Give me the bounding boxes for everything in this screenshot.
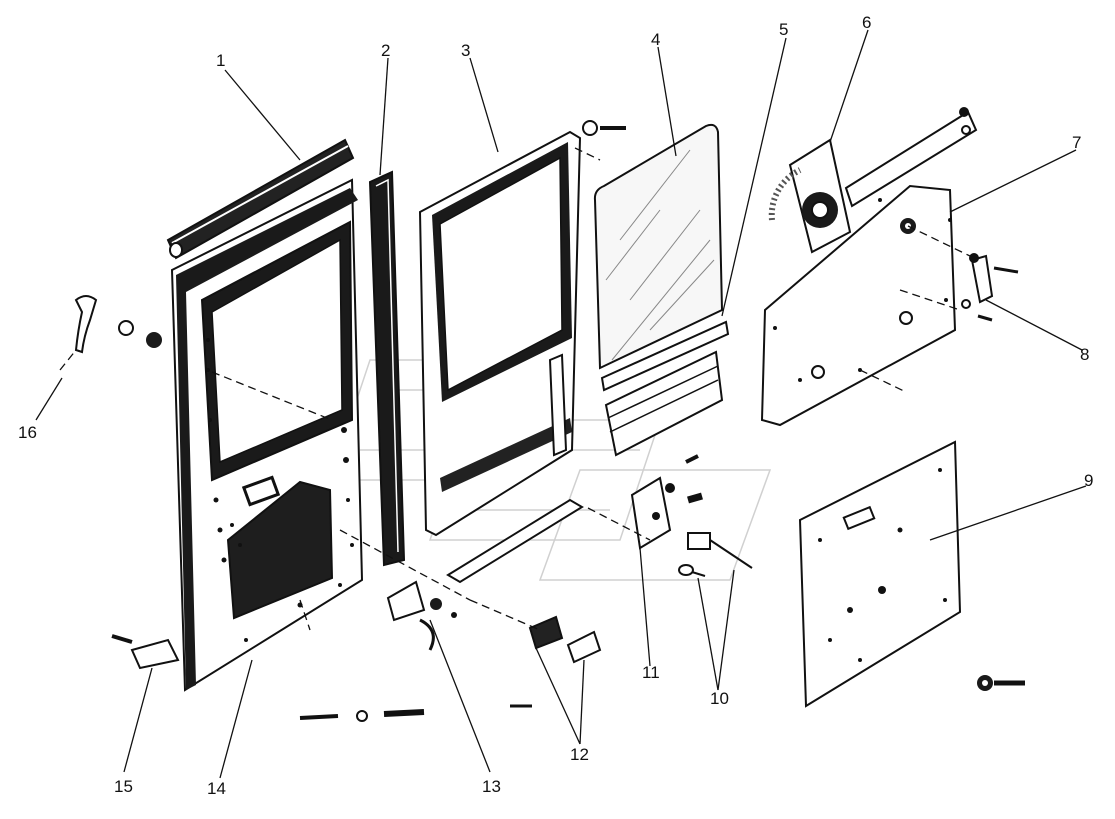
part-10-lock-cylinder — [678, 532, 753, 577]
callout-14: 14 — [207, 779, 226, 798]
callout-8: 8 — [1080, 345, 1089, 364]
part-6-window-regulator — [768, 107, 978, 254]
part-3-window-frame — [418, 130, 582, 537]
assembly-guide-lines — [59, 147, 971, 631]
part-15-hinge — [111, 634, 180, 670]
callout-2: 2 — [381, 41, 390, 60]
callout-11: 11 — [642, 663, 660, 682]
part-13-lock-mechanism — [386, 498, 584, 651]
callout-9: 9 — [1084, 471, 1093, 490]
part-2-vertical-seal — [368, 170, 406, 567]
part-5-glass-channel — [600, 320, 730, 457]
callout-13: 13 — [482, 777, 501, 796]
callout-12: 12 — [570, 745, 589, 764]
part-11-door-lock — [630, 454, 703, 550]
callout-1: 1 — [216, 51, 225, 70]
part-12-latch-pieces — [528, 615, 602, 664]
part-16-outer-handle — [74, 295, 162, 354]
callout-labels: 1 2 3 4 5 6 7 8 9 10 11 12 13 14 15 16 — [18, 13, 1093, 798]
part-7-inner-panel — [760, 184, 957, 427]
callout-4: 4 — [651, 30, 660, 49]
callout-15: 15 — [114, 777, 133, 796]
loose-fasteners-bottom — [299, 120, 626, 722]
part-8-regulator-handle — [961, 253, 1019, 322]
part-1-top-seal-strip — [166, 138, 355, 260]
callout-3: 3 — [461, 41, 470, 60]
washer-bolt-bottom-right — [977, 675, 1025, 691]
callout-10: 10 — [710, 689, 729, 708]
part-14-door-frame — [170, 178, 364, 692]
callout-16: 16 — [18, 423, 37, 442]
part-9-trim-panel — [798, 440, 962, 708]
callout-6: 6 — [862, 13, 871, 32]
leader-lines — [35, 29, 1087, 779]
part-4-glass-pane — [593, 123, 724, 370]
callout-7: 7 — [1072, 133, 1081, 152]
callout-5: 5 — [779, 20, 788, 39]
